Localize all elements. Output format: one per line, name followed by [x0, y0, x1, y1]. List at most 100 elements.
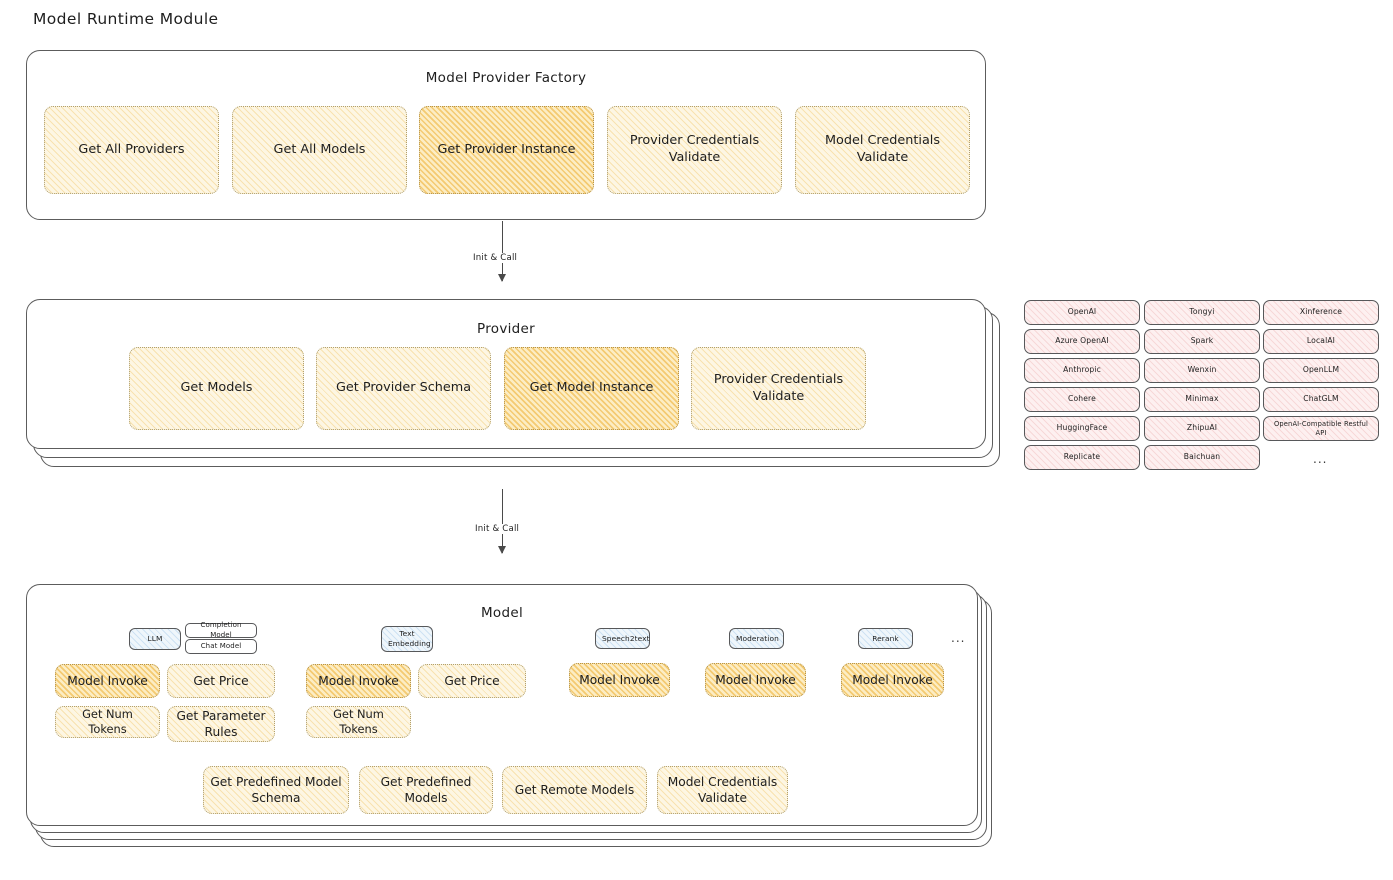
node-label: Get Model Instance: [529, 380, 654, 396]
node-rerank-model-invoke[interactable]: Model Invoke: [841, 663, 944, 697]
connector-provider-to-model-line: [502, 489, 503, 553]
node-label: Get All Providers: [78, 141, 185, 157]
connector-provider-to-model-arrow: [497, 546, 506, 554]
node-label: Get Provider Instance: [437, 141, 576, 157]
provider-chip-label: OpenLLM: [1302, 365, 1340, 375]
provider-chip-huggingface[interactable]: HuggingFace: [1024, 416, 1140, 441]
provider-chip-label: LocalAI: [1306, 336, 1336, 346]
node-get-all-models[interactable]: Get All Models: [232, 106, 407, 194]
node-label: Get Remote Models: [514, 782, 635, 797]
node-llm-get-price[interactable]: Get Price: [167, 664, 275, 698]
provider-chip-localai[interactable]: LocalAI: [1263, 329, 1379, 354]
node-label: Get Price: [444, 673, 500, 688]
node-llm-model-invoke[interactable]: Model Invoke: [55, 664, 160, 698]
provider-chip-anthropic[interactable]: Anthropic: [1024, 358, 1140, 383]
connector-provider-to-model-label: Init & Call: [472, 524, 523, 534]
node-text-embedding-get-num-tokens[interactable]: Get Num Tokens: [306, 706, 411, 738]
provider-chip-azure-openai[interactable]: Azure OpenAI: [1024, 329, 1140, 354]
connector-factory-to-provider-arrow: [497, 274, 506, 282]
model-type-label: Speech2text: [602, 633, 650, 643]
provider-chip-label: Baichuan: [1183, 452, 1221, 462]
node-provider-credentials-validate-2[interactable]: Provider Credentials Validate: [691, 347, 866, 430]
model-subtype-label: Completion Model: [200, 621, 242, 639]
provider-chip-cohere[interactable]: Cohere: [1024, 387, 1140, 412]
node-label: Get Predefined Model Schema: [210, 774, 342, 805]
model-type-chip-speech2text[interactable]: Speech2text: [595, 628, 650, 649]
provider-chip-label: ZhipuAI: [1186, 423, 1218, 433]
provider-chip-label: Spark: [1190, 336, 1214, 346]
provider-chip-spark[interactable]: Spark: [1144, 329, 1260, 354]
node-label: Get Num Tokens: [333, 706, 384, 736]
provider-chip-label: Xinference: [1299, 307, 1343, 317]
node-get-all-providers[interactable]: Get All Providers: [44, 106, 219, 194]
provider-chip-label: Replicate: [1063, 452, 1101, 462]
node-label: Model Invoke: [715, 672, 796, 687]
node-label: Get Parameter Rules: [176, 708, 266, 739]
provider-chip-label: Anthropic: [1063, 365, 1101, 375]
provider-list-more-indicator: ...: [1313, 452, 1328, 466]
model-type-label: Rerank: [872, 633, 899, 643]
provider-chip-replicate[interactable]: Replicate: [1024, 445, 1140, 470]
provider-chip-label: ChatGLM: [1303, 394, 1339, 404]
node-label: Get All Models: [273, 141, 366, 157]
node-model-credentials-validate[interactable]: Model Credentials Validate: [795, 106, 970, 194]
model-type-label: Moderation: [736, 633, 779, 643]
node-label: Get Predefined Models: [380, 774, 472, 805]
node-label: Model Credentials Validate: [667, 774, 778, 805]
model-type-chip-text-embedding[interactable]: Text Embedding: [381, 626, 433, 652]
provider-title: Provider: [477, 321, 535, 337]
node-get-provider-instance[interactable]: Get Provider Instance: [419, 106, 594, 194]
provider-chip-minimax[interactable]: Minimax: [1144, 387, 1260, 412]
node-get-remote-models[interactable]: Get Remote Models: [502, 766, 647, 814]
model-subtype-label: Chat Model: [200, 641, 242, 650]
node-label: Get Num Tokens: [82, 706, 133, 736]
node-get-models[interactable]: Get Models: [129, 347, 304, 430]
node-get-predefined-model-schema[interactable]: Get Predefined Model Schema: [203, 766, 349, 814]
node-text-embedding-get-price[interactable]: Get Price: [418, 664, 526, 698]
provider-chip-chatglm[interactable]: ChatGLM: [1263, 387, 1379, 412]
model-type-chip-rerank[interactable]: Rerank: [858, 628, 913, 649]
node-get-provider-schema[interactable]: Get Provider Schema: [316, 347, 491, 430]
provider-chip-label: Minimax: [1185, 394, 1219, 404]
provider-chip-label: OpenAI-Compatible Restful API: [1273, 419, 1369, 437]
provider-chip-baichuan[interactable]: Baichuan: [1144, 445, 1260, 470]
node-llm-get-num-tokens[interactable]: Get Num Tokens: [55, 706, 160, 738]
node-get-predefined-models[interactable]: Get Predefined Models: [359, 766, 493, 814]
connector-factory-to-provider-line: [502, 221, 503, 281]
provider-chip-tongyi[interactable]: Tongyi: [1144, 300, 1260, 325]
provider-chip-openllm[interactable]: OpenLLM: [1263, 358, 1379, 383]
node-label: Model Invoke: [318, 673, 399, 688]
provider-chip-openai-compatible-restful-api[interactable]: OpenAI-Compatible Restful API: [1263, 416, 1379, 441]
model-subtype-chip-completion-model[interactable]: Completion Model: [185, 621, 257, 639]
node-label: Get Models: [180, 380, 253, 396]
node-label: Model Invoke: [67, 673, 148, 688]
model-type-label: LLM: [147, 634, 163, 644]
node-text-embedding-model-invoke[interactable]: Model Invoke: [306, 664, 411, 698]
node-label: Get Price: [193, 673, 249, 688]
node-label: Provider Credentials Validate: [713, 371, 844, 404]
model-types-more-indicator: ...: [951, 631, 966, 645]
model-subtype-chip-chat-model[interactable]: Chat Model: [185, 639, 257, 654]
provider-chip-wenxin[interactable]: Wenxin: [1144, 358, 1260, 383]
node-get-model-instance[interactable]: Get Model Instance: [504, 347, 679, 430]
node-label: Provider Credentials Validate: [629, 133, 760, 165]
connector-factory-to-provider-label: Init & Call: [470, 253, 521, 263]
provider-chip-label: HuggingFace: [1056, 423, 1108, 433]
provider-chip-xinference[interactable]: Xinference: [1263, 300, 1379, 325]
model-type-chip-moderation[interactable]: Moderation: [729, 628, 784, 649]
provider-chip-openai[interactable]: OpenAI: [1024, 300, 1140, 325]
node-speech2text-model-invoke[interactable]: Model Invoke: [569, 663, 670, 697]
diagram-title: Model Runtime Module: [33, 10, 219, 28]
node-moderation-model-invoke[interactable]: Model Invoke: [705, 663, 806, 697]
node-llm-get-parameter-rules[interactable]: Get Parameter Rules: [167, 706, 275, 742]
node-label: Model Invoke: [579, 672, 660, 687]
model-type-chip-llm[interactable]: LLM: [129, 628, 181, 650]
provider-chip-label: Azure OpenAI: [1055, 336, 1109, 346]
provider-chip-zhipuai[interactable]: ZhipuAI: [1144, 416, 1260, 441]
node-provider-credentials-validate[interactable]: Provider Credentials Validate: [607, 106, 782, 194]
node-label: Model Invoke: [852, 672, 933, 687]
node-model-credentials-validate-2[interactable]: Model Credentials Validate: [657, 766, 788, 814]
provider-chip-label: OpenAI: [1067, 307, 1097, 317]
provider-chip-label: Cohere: [1068, 394, 1096, 404]
